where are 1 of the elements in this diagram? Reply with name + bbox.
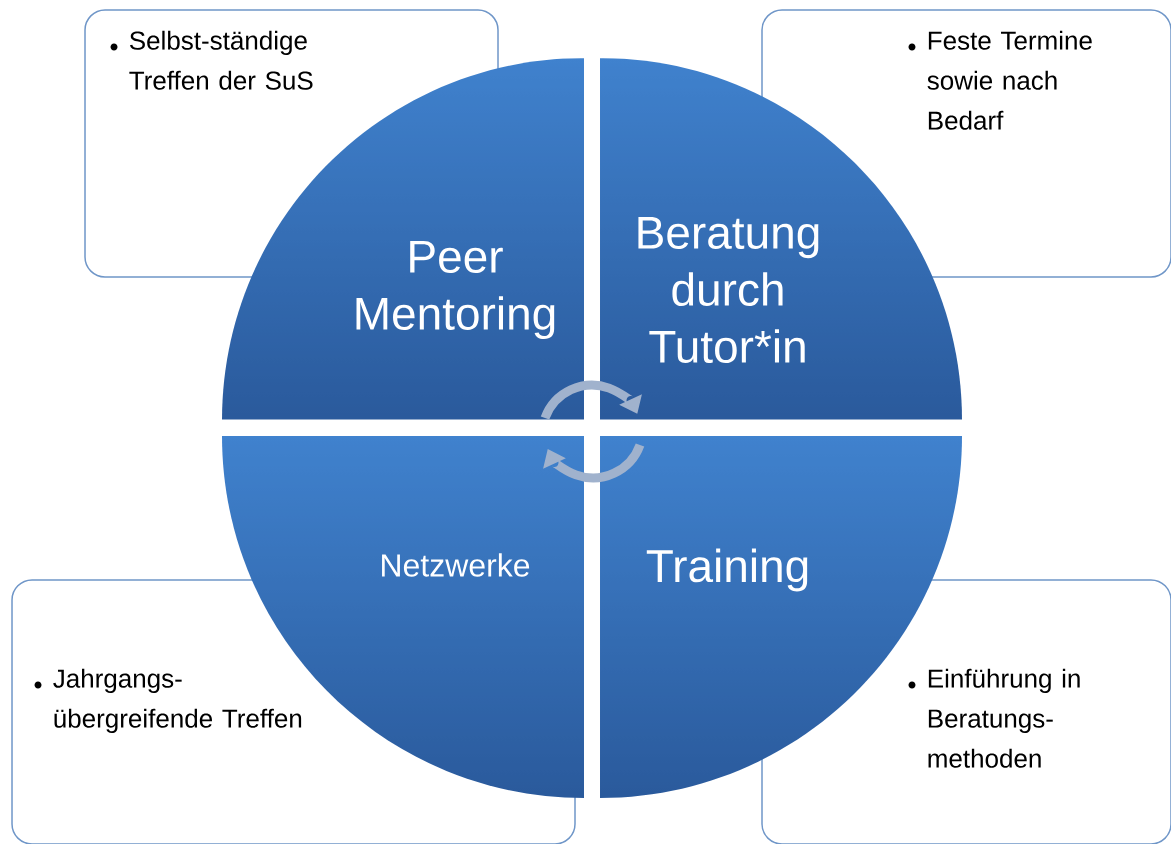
quadrant: Netzwerke bbox=[382, 553, 530, 577]
